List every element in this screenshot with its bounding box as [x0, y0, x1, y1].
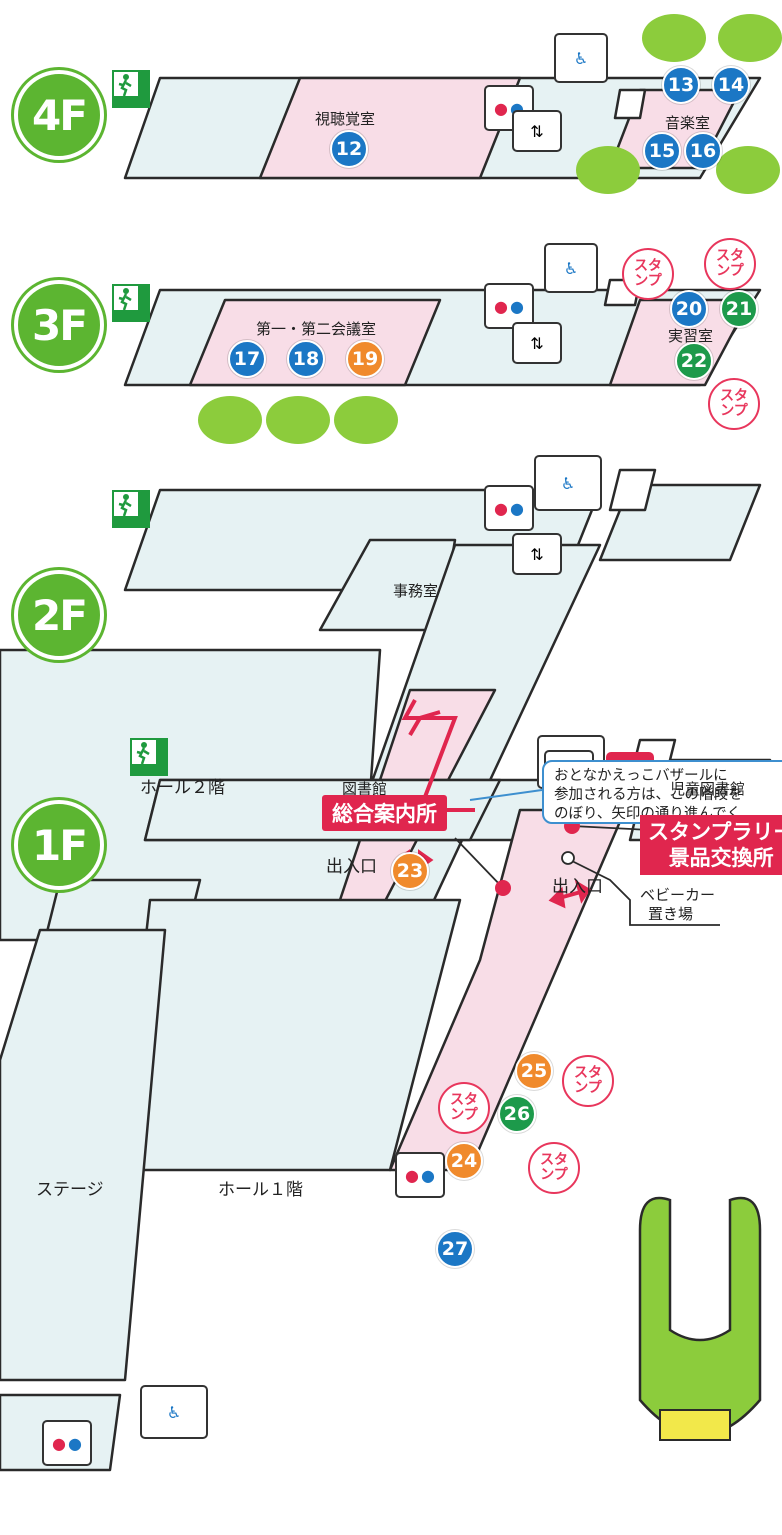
point-24: 24 [445, 1142, 483, 1180]
point-19: 19 [346, 340, 384, 378]
stamp-text: スタ [716, 248, 744, 264]
stamp-icon: スタンプ [622, 248, 674, 300]
callout-pointer [469, 789, 543, 801]
room-stage [0, 928, 167, 1382]
room-label-av: 視聴覚室 [315, 110, 376, 128]
point-27: 27 [436, 1230, 474, 1268]
toilet-icon: ●● [484, 283, 534, 329]
stamp-rally-tag: スタンプラリー 景品交換所 [640, 815, 782, 875]
elevator-icon: ⇅ [512, 533, 562, 575]
point-14: 14 [712, 66, 750, 104]
stamp-text: スタ [540, 1152, 568, 1168]
point-25: 25 [515, 1052, 553, 1090]
stamp-rally-line: 景品交換所 [668, 846, 774, 870]
point-23: 23 [391, 852, 429, 890]
stamp-text: ンプ [634, 273, 662, 289]
mascot-character [638, 1196, 762, 1441]
entrance-label-left: 出入口 [326, 857, 377, 877]
wheelchair-icon: ♿ [140, 1385, 208, 1439]
room-label-hall1: ホール１階 [218, 1180, 303, 1200]
stamp-text: スタ [450, 1092, 478, 1108]
stamp-text: スタ [720, 388, 748, 404]
emergency-exit-icon [112, 70, 150, 108]
point-12: 12 [330, 130, 368, 168]
stamp-text: スタ [634, 258, 662, 274]
bazaar-callout: おとなかえっこバザールに 参加される方は、この階段を のぼり、矢印の通り進んでく [542, 760, 782, 824]
stamp-icon: スタンプ [438, 1082, 490, 1134]
frog-mascot-icon [198, 14, 782, 444]
elevator-icon: ⇅ [512, 110, 562, 152]
room-practice [608, 298, 752, 387]
floor-badge-4f: 4F [14, 70, 104, 160]
point-21: 21 [720, 290, 758, 328]
floor-badge-3f: 3F [14, 280, 104, 370]
toilet-icon: ●● [484, 485, 534, 531]
room-av [258, 76, 522, 180]
wheelchair-icon: ♿ [534, 455, 602, 511]
toilet-icon: ●● [42, 1420, 92, 1466]
emergency-exit-icon [112, 490, 150, 528]
stamp-icon: スタンプ [704, 238, 756, 290]
room-label-stage: ステージ [36, 1180, 104, 1200]
point-18: 18 [287, 340, 325, 378]
emergency-exit-icon [130, 738, 168, 776]
stamp-rally-line: スタンプラリー [648, 820, 782, 844]
wheelchair-icon: ♿ [554, 33, 608, 83]
elevator-icon: ⇅ [512, 322, 562, 364]
point-26: 26 [498, 1095, 536, 1133]
stroller-label: ベビーカー [640, 886, 716, 904]
point-17: 17 [228, 340, 266, 378]
stroller-dot [561, 851, 575, 865]
info-desk-dot [495, 880, 511, 896]
stamp-text: ンプ [716, 263, 744, 279]
room-label-conference: 第一・第二会議室 [256, 320, 377, 338]
floor-badge-2f: 2F [14, 570, 104, 660]
toilet-icon: ●● [395, 1152, 445, 1198]
info-desk-tag: 総合案内所 [322, 795, 447, 831]
stamp-icon: スタンプ [562, 1055, 614, 1107]
stamp-text: ンプ [720, 403, 748, 419]
stamp-text: ンプ [450, 1107, 478, 1123]
stairs-4f [613, 88, 647, 120]
stamp-icon: スタンプ [528, 1142, 580, 1194]
room-label-office: 事務室 [393, 582, 439, 600]
stamp-text: ンプ [540, 1167, 568, 1183]
stamp-text: スタ [574, 1065, 602, 1081]
floor-badge-1f: 1F [14, 800, 104, 890]
point-16: 16 [684, 132, 722, 170]
callout-line: 参加される方は、この階段を [554, 787, 743, 803]
wheelchair-icon: ♿ [544, 243, 598, 293]
point-20: 20 [670, 290, 708, 328]
stamp-text: ンプ [574, 1080, 602, 1096]
room-label-music: 音楽室 [665, 114, 711, 132]
room-label-library: 図書館 [342, 780, 388, 798]
stroller-leader [569, 859, 720, 926]
point-13: 13 [662, 66, 700, 104]
room-label-hall2: ホール２階 [140, 778, 225, 798]
stamp-icon: スタンプ [708, 378, 760, 430]
stamp-rally-leader [571, 825, 651, 831]
emergency-exit-icon [112, 284, 150, 322]
stairs-2f [608, 468, 657, 512]
info-desk-leader [454, 837, 504, 889]
room-label-practice: 実習室 [668, 327, 714, 345]
point-15: 15 [643, 132, 681, 170]
callout-line: おとなかえっこバザールに [554, 768, 728, 784]
point-22: 22 [675, 342, 713, 380]
stroller-label-2: 置き場 [648, 905, 694, 923]
room-label-kids-library: 児童図書館 [670, 780, 746, 798]
entrance-label-right: 出入口 [552, 877, 603, 897]
